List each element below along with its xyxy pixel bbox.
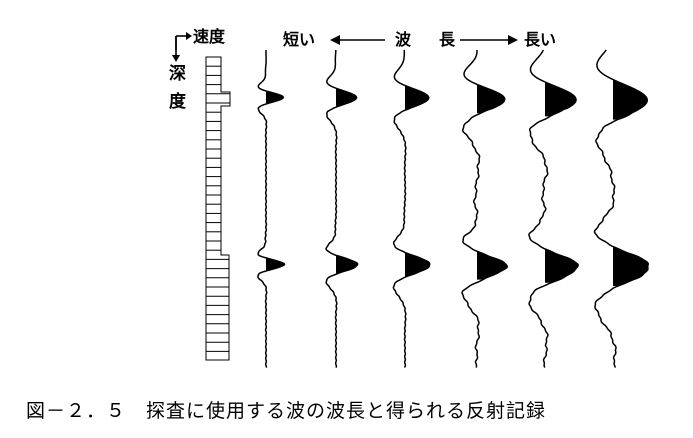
wavelength-arrow bbox=[330, 35, 518, 45]
trace-6-reflection-lobe-2 bbox=[613, 246, 649, 286]
reflection-traces bbox=[257, 49, 649, 368]
depth-label-1: 深 bbox=[169, 64, 186, 84]
trace-4-reflection-lobe-2 bbox=[477, 251, 508, 280]
trace-2-reflection-lobe-1 bbox=[336, 88, 357, 107]
trace-6-reflection-lobe-1 bbox=[613, 79, 648, 120]
velocity-label: 速度 bbox=[193, 27, 226, 46]
trace-line-6 bbox=[593, 49, 649, 368]
trace-2-reflection-lobe-2 bbox=[336, 255, 358, 274]
length-label: 長 bbox=[439, 30, 456, 49]
figure-caption: 図－２．５ 探査に使用する波の波長と得られる反射記録 bbox=[26, 400, 547, 422]
arrow-right-head bbox=[508, 35, 518, 45]
axis-arrows bbox=[172, 32, 192, 62]
arrow-left-head bbox=[330, 35, 340, 45]
layer-column-outline bbox=[205, 56, 231, 361]
depth-arrow-tip bbox=[172, 55, 180, 62]
velocity-arrow-tip bbox=[186, 32, 192, 40]
depth-label-2: 度 bbox=[169, 92, 186, 112]
long-label: 長い bbox=[524, 30, 557, 49]
trace-3-reflection-lobe-2 bbox=[405, 253, 430, 277]
velocity-layer-column bbox=[205, 56, 231, 361]
short-label: 短い bbox=[283, 30, 316, 49]
trace-5-reflection-lobe-2 bbox=[545, 249, 579, 283]
trace-3-reflection-lobe-1 bbox=[405, 86, 429, 110]
trace-1-reflection-lobe-2 bbox=[266, 258, 285, 271]
trace-5-reflection-lobe-1 bbox=[545, 82, 576, 117]
trace-1-reflection-lobe-1 bbox=[266, 91, 284, 104]
wave-label: 波 bbox=[395, 30, 412, 49]
trace-line-5 bbox=[528, 49, 579, 368]
trace-4-reflection-lobe-1 bbox=[477, 84, 505, 114]
